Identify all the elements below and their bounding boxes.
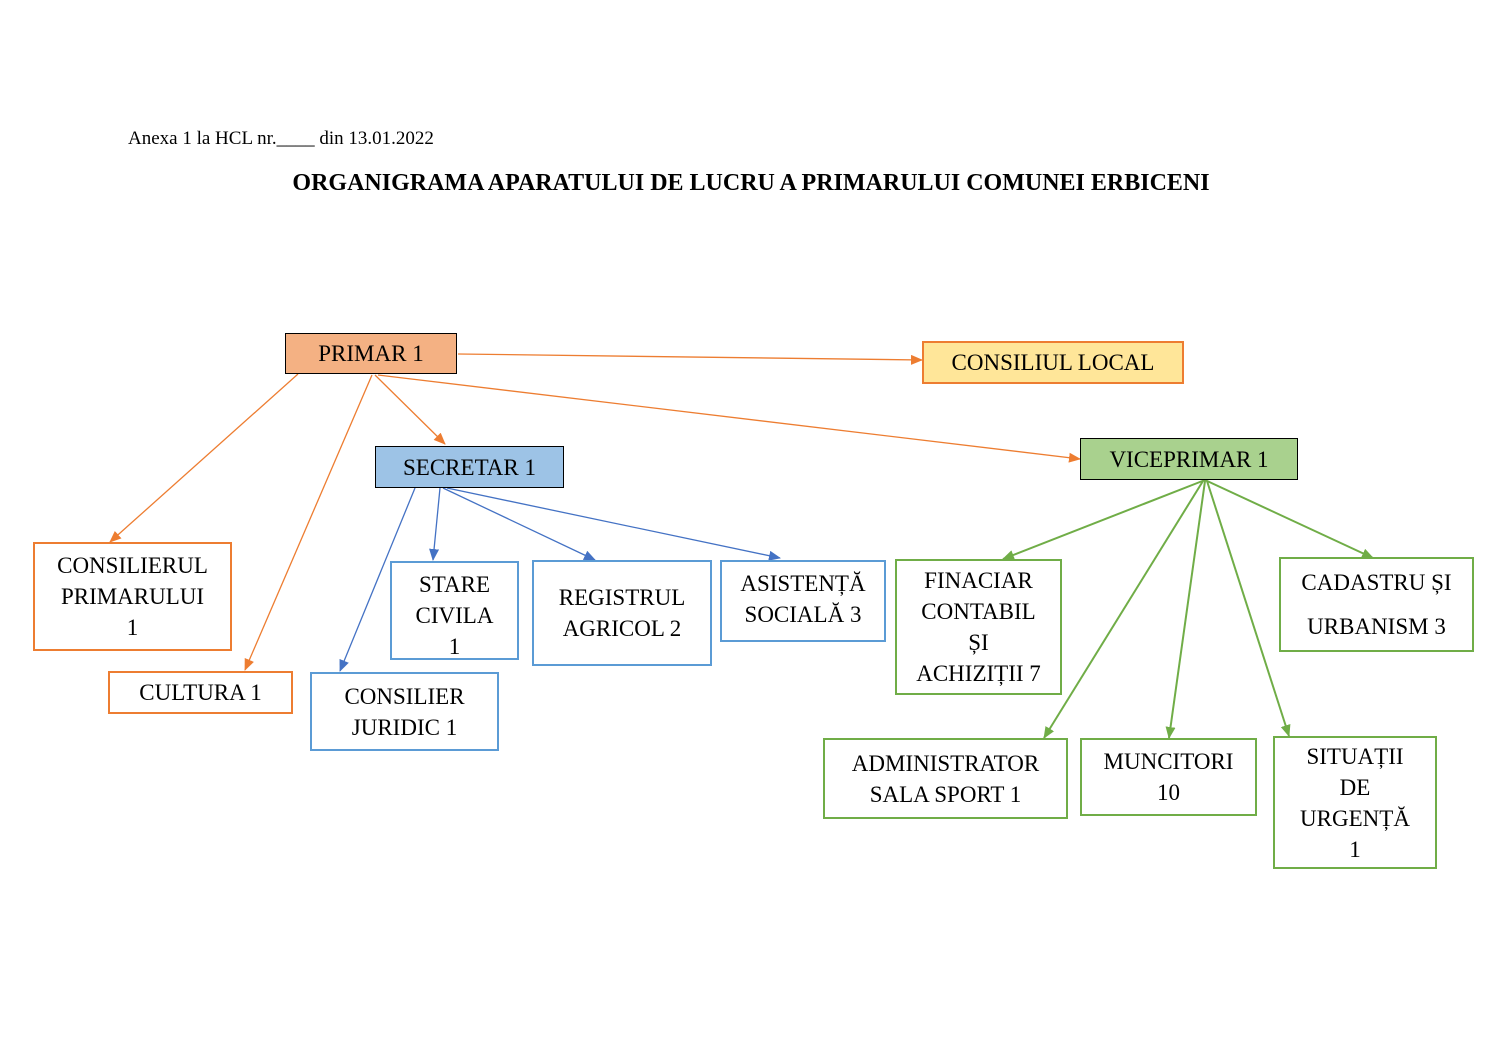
page-title: ORGANIGRAMA APARATULUI DE LUCRU A PRIMAR… <box>292 170 1210 196</box>
node-cadastru-urbanism: CADASTRU ȘI URBANISM 3 <box>1279 557 1474 652</box>
link-secretar-stare-civila <box>429 487 441 561</box>
node-consilier-juridic: CONSILIER JURIDIC 1 <box>310 672 499 751</box>
link-secretar-registrul <box>442 487 596 561</box>
node-administrator-sala-sport: ADMINISTRATOR SALA SPORT 1 <box>823 738 1068 819</box>
node-viceprimar: VICEPRIMAR 1 <box>1080 438 1298 480</box>
link-vice-cadastru <box>1204 479 1374 559</box>
node-asistenta-sociala: ASISTENȚĂ SOCIALĂ 3 <box>720 560 886 642</box>
link-secretar-asistenta <box>446 487 781 561</box>
link-primar-secretar <box>374 374 446 445</box>
node-primar: PRIMAR 1 <box>285 333 457 374</box>
node-registrul-agricol: REGISTRUL AGRICOL 2 <box>532 560 712 666</box>
link-primar-cultura <box>244 374 373 671</box>
link-primar-consilierul <box>109 373 299 543</box>
node-financiar-contabil: FINACIAR CONTABIL ȘI ACHIZIȚII 7 <box>895 559 1062 695</box>
link-secretar-juridic <box>339 487 416 672</box>
link-vice-situatii <box>1206 480 1291 737</box>
link-primar-consiliul <box>457 353 923 365</box>
node-cultura: CULTURA 1 <box>108 671 293 714</box>
link-vice-administrator <box>1043 480 1204 739</box>
link-primar-viceprimar <box>377 374 1081 463</box>
link-vice-muncitori <box>1165 480 1206 739</box>
node-muncitori: MUNCITORI 10 <box>1080 738 1257 816</box>
link-vice-financiar <box>1002 479 1206 560</box>
node-stare-civila: STARE CIVILA 1 <box>390 561 519 660</box>
annex-reference: Anexa 1 la HCL nr.____ din 13.01.2022 <box>128 128 434 149</box>
node-consiliul-local: CONSILIUL LOCAL <box>922 341 1184 384</box>
node-situatii-de-urgenta: SITUAȚII DE URGENȚĂ 1 <box>1273 736 1437 869</box>
node-secretar: SECRETAR 1 <box>375 446 564 488</box>
node-consilierul-primarului: CONSILIERUL PRIMARULUI 1 <box>33 542 232 651</box>
